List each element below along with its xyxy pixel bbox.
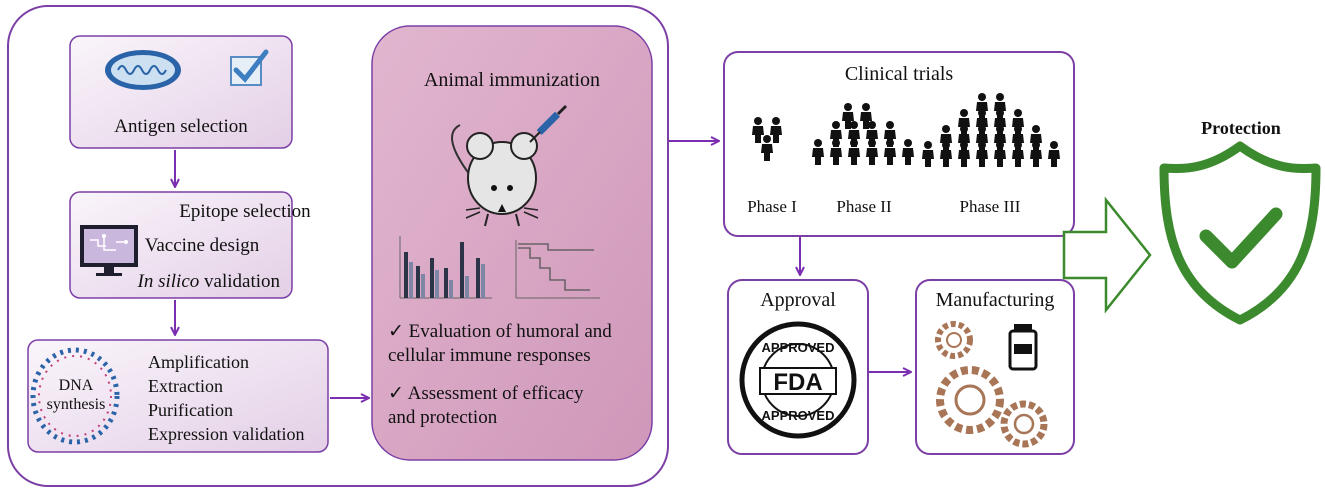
preclinical-frame — [7, 5, 669, 487]
animal-bullet1-line1: ✓ Evaluation of humoral and — [388, 321, 612, 342]
animal-bullet2-line1: ✓ Assessment of efficacy — [388, 383, 584, 404]
vaccine-design-label: Vaccine design — [145, 235, 260, 256]
protection-title: Protection — [1201, 118, 1281, 138]
in-silico-validation-label: In silico validation — [137, 271, 281, 292]
approval-title: Approval — [760, 289, 836, 311]
arrow-to-protection — [1062, 196, 1152, 314]
animal-immunization-title: Animal immunization — [424, 69, 600, 91]
antigen-selection-box: Antigen selection — [69, 35, 293, 149]
bar-chart-icon — [399, 236, 492, 299]
checkbox-icon — [230, 49, 269, 86]
clinical-trials-title: Clinical trials — [845, 63, 954, 85]
epitope-selection-box: Epitope selection Vaccine design In sili… — [69, 191, 311, 299]
dna-step: Amplification — [148, 352, 249, 372]
dna-step: Expression validation — [148, 424, 304, 444]
antigen-selection-label: Antigen selection — [114, 116, 248, 137]
phase-label: Phase III — [960, 197, 1021, 216]
manufacturing-box: Manufacturing — [915, 279, 1075, 455]
fda-approved-stamp-icon: FDA APPROVED APPROVED — [739, 321, 857, 439]
stamp-bottom-text: APPROVED — [762, 408, 835, 423]
approval-box: Approval FDA APPROVED APPROVED — [727, 279, 869, 455]
dna-badge-line1: DNA — [59, 377, 94, 394]
dna-step: Purification — [148, 400, 233, 420]
computer-monitor-icon — [80, 225, 138, 276]
stamp-top-text: APPROVED — [762, 340, 835, 355]
dna-step: Extraction — [148, 376, 223, 396]
clinical-trials-box: Clinical trials Phase I Phase II Phase I… — [723, 51, 1075, 237]
mouse-icon — [451, 124, 539, 227]
animal-bullet1-line2: cellular immune responses — [388, 345, 591, 366]
animal-immunization-box: Animal immunization — [371, 25, 653, 461]
epitope-selection-label: Epitope selection — [179, 201, 311, 222]
survival-curve-icon — [515, 240, 600, 299]
phase-label: Phase II — [836, 197, 892, 216]
dna-helix-icon — [30, 347, 120, 445]
animal-bullet2-line2: and protection — [388, 407, 498, 428]
shield-check-icon — [1159, 141, 1321, 325]
virus-icon — [105, 50, 181, 90]
dna-synthesis-box: DNA synthesis Amplification Extraction P… — [27, 339, 329, 453]
stamp-center-text: FDA — [773, 369, 822, 396]
manufacturing-title: Manufacturing — [936, 289, 1055, 311]
dna-badge-line2: synthesis — [47, 396, 106, 413]
syringe-icon — [529, 104, 568, 143]
phase-label: Phase I — [747, 197, 797, 216]
gears-icon — [935, 321, 1048, 448]
vial-icon — [1008, 324, 1038, 371]
